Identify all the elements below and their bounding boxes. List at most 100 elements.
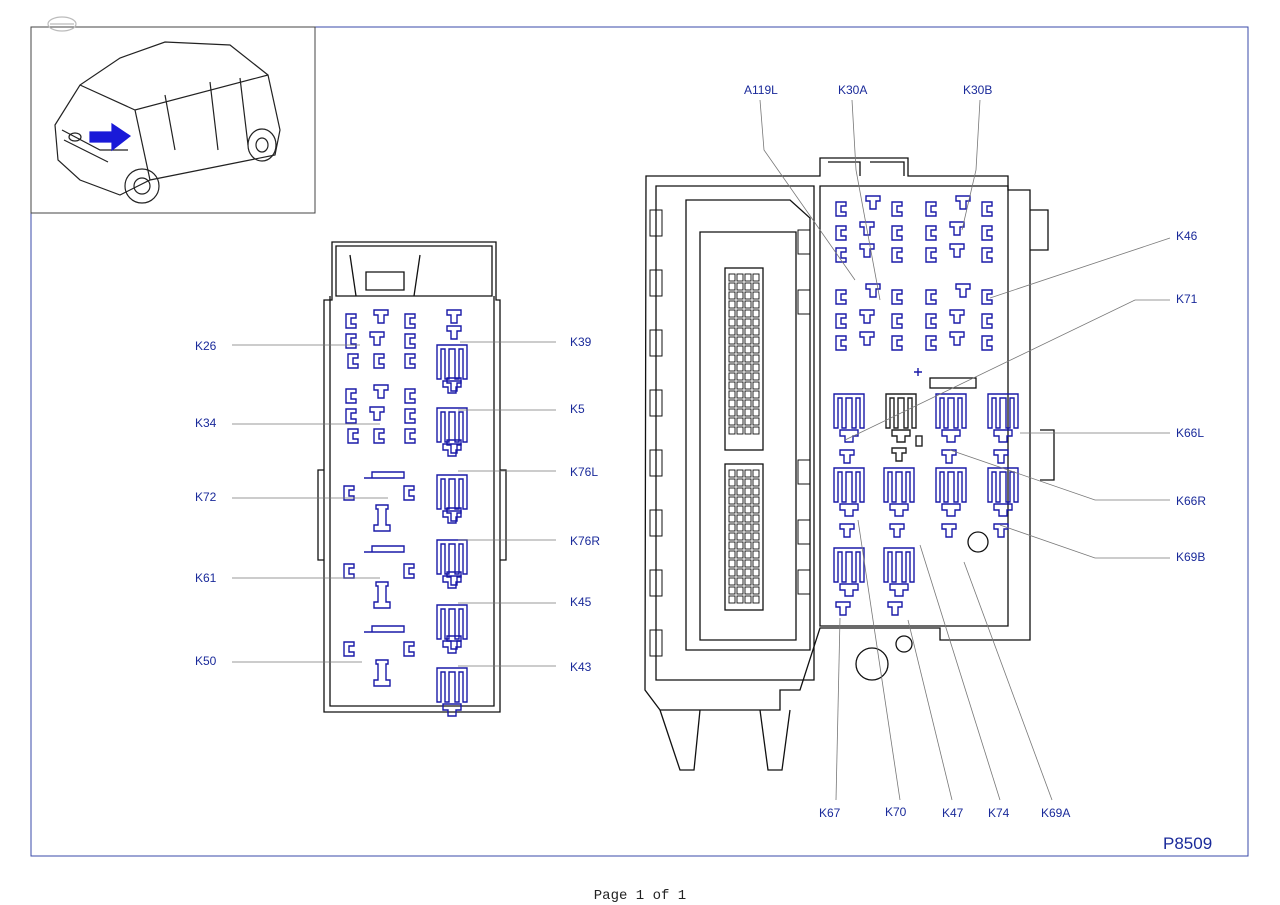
connector-pin (728, 318, 736, 327)
connector-pin (728, 417, 736, 426)
connector-pin (736, 523, 744, 532)
relay-pin (925, 289, 937, 305)
vent-slot (649, 629, 663, 657)
relay-pin (941, 449, 957, 464)
connector-pin (728, 336, 736, 345)
connector-pin (728, 496, 736, 505)
relay-socket (833, 547, 865, 583)
relay-socket (883, 547, 915, 583)
connector-pin (752, 523, 760, 532)
connector-pin (736, 309, 744, 318)
connector-pin (728, 577, 736, 586)
connector-pin (752, 318, 760, 327)
component-label: K43 (570, 660, 592, 674)
connector-pin (752, 577, 760, 586)
component-label: K46 (1176, 229, 1198, 243)
relay-pin (364, 545, 405, 553)
connector-pin (728, 595, 736, 604)
connector-pin (752, 541, 760, 550)
connector-pin (736, 541, 744, 550)
vent-slot (797, 459, 811, 485)
relay-pin (442, 640, 462, 654)
connector-pin (752, 327, 760, 336)
relay-pin (835, 313, 847, 329)
relay-pin (859, 331, 875, 346)
connector-pin (752, 550, 760, 559)
connector-pin (752, 487, 760, 496)
connector-pin (752, 291, 760, 300)
connector-pin (736, 318, 744, 327)
relay-pin (373, 581, 391, 609)
relay-socket (935, 467, 967, 503)
connector-pin (752, 381, 760, 390)
connector-pin (744, 408, 752, 417)
relay-pin (839, 429, 859, 443)
component-label: K5 (570, 402, 585, 416)
relay-pin (941, 429, 961, 443)
relay-pin (891, 313, 903, 329)
relay-pin (347, 428, 359, 444)
connector-pin (744, 559, 752, 568)
connector-pin (744, 363, 752, 372)
relay-pin (955, 283, 971, 298)
relay-pin (915, 435, 923, 447)
component-label: K74 (988, 806, 1010, 820)
relay-pin (981, 201, 993, 217)
relay-socket (935, 393, 967, 429)
connector-pin (736, 345, 744, 354)
connector-pin (752, 408, 760, 417)
connector-pin (728, 372, 736, 381)
relay-pin (403, 563, 415, 579)
connector-pin (736, 354, 744, 363)
relay-pin (369, 331, 385, 346)
relay-pin (859, 309, 875, 324)
side-vents (649, 209, 811, 657)
relay-pin (891, 289, 903, 305)
relay-pin (446, 439, 462, 454)
relay-pin (446, 571, 462, 586)
connector-pin (752, 372, 760, 381)
connector-pin (744, 496, 752, 505)
connector-pin (744, 523, 752, 532)
component-label: K69B (1176, 550, 1205, 564)
connector-pin (728, 363, 736, 372)
connector-pin (728, 586, 736, 595)
relay-pin (364, 471, 405, 479)
connector-pin (736, 327, 744, 336)
component-label: K67 (819, 806, 841, 820)
relay-pin (839, 503, 859, 517)
relay-socket (987, 393, 1019, 429)
relay-pin (343, 485, 355, 501)
relay-pin (403, 641, 415, 657)
relay-pin (891, 447, 907, 462)
relay-pin (925, 247, 937, 263)
vent-slot (797, 569, 811, 595)
relay-pin (835, 335, 847, 351)
relay-pin (369, 406, 385, 421)
watermark-logo-icon (47, 16, 77, 32)
relay-pin (343, 563, 355, 579)
connector-pin (736, 568, 744, 577)
leader-lines (232, 99, 1171, 801)
connector-pin (752, 496, 760, 505)
relay-pin (949, 243, 965, 258)
connector-pin (728, 291, 736, 300)
connector-pin (744, 318, 752, 327)
connector-pin (744, 595, 752, 604)
connector-pin (752, 505, 760, 514)
vent-slot (797, 519, 811, 545)
connector-pin (752, 595, 760, 604)
relay-socket (987, 467, 1019, 503)
connector-pin (744, 514, 752, 523)
relay-pin (949, 309, 965, 324)
connector-pin (728, 381, 736, 390)
relay-pin (835, 289, 847, 305)
relay-pin (925, 201, 937, 217)
connector-pin (728, 550, 736, 559)
connector-pin (736, 417, 744, 426)
relay-pin (835, 201, 847, 217)
component-label: K70 (885, 805, 907, 819)
connector-pin (752, 354, 760, 363)
